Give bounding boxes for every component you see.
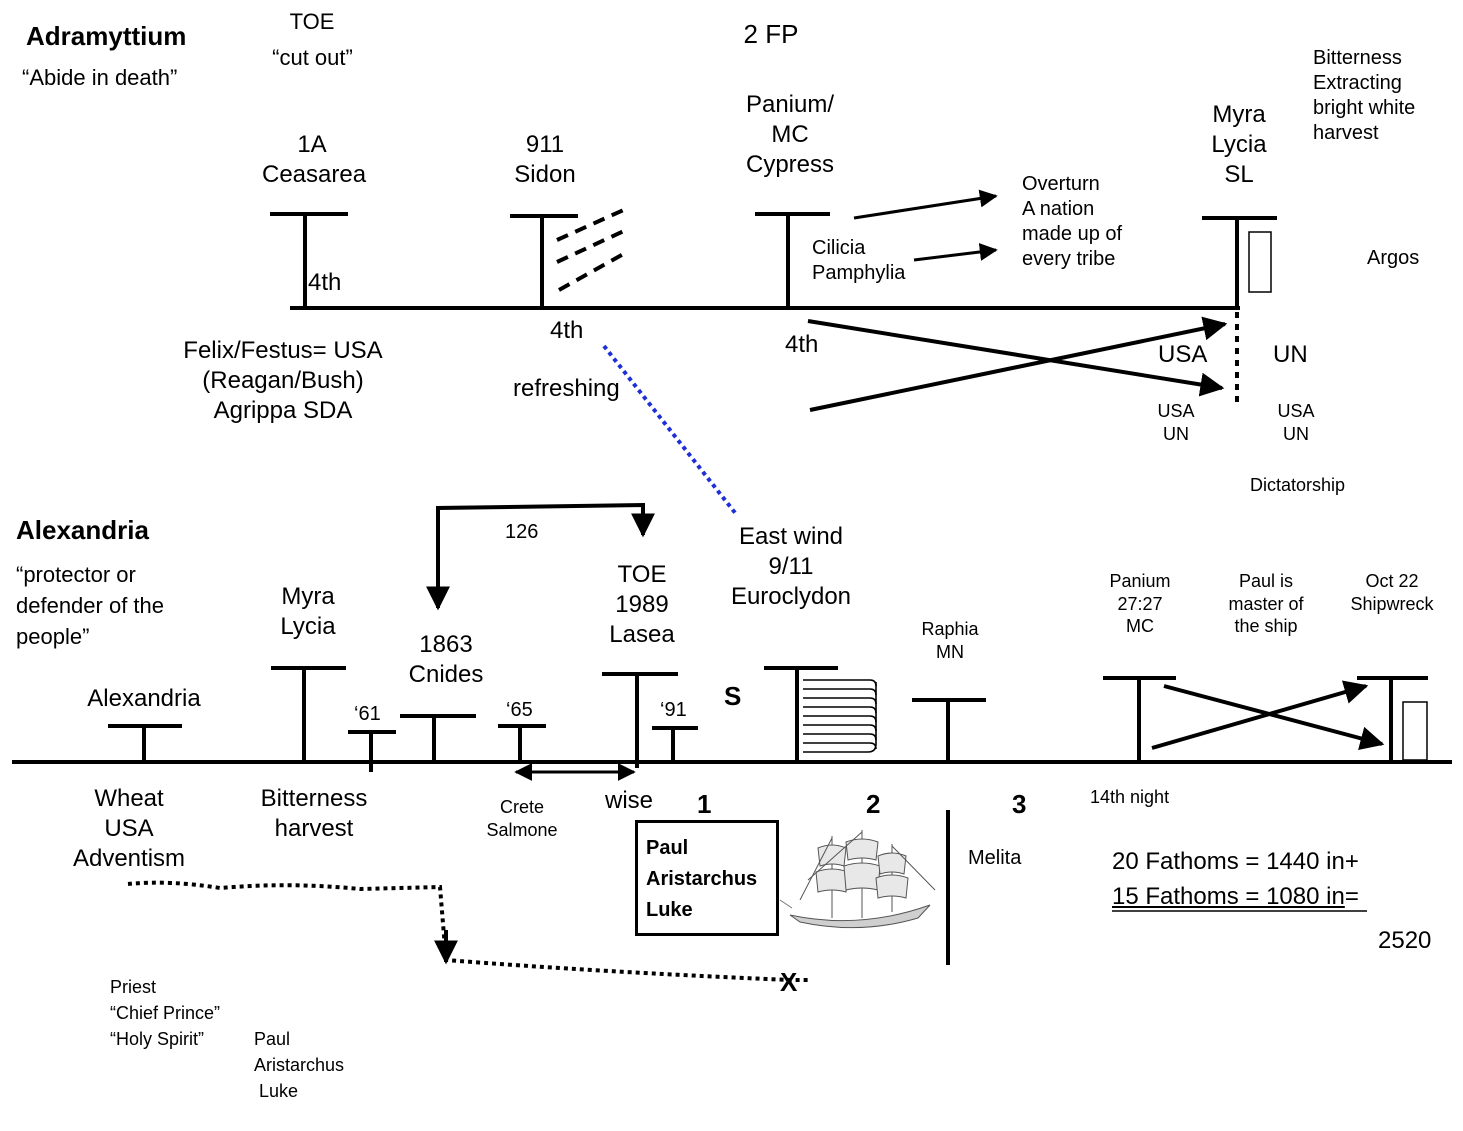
dictatorship-label: Dictatorship	[1250, 475, 1346, 495]
fathoms-15: 15 Fathoms = 1080 in=	[1112, 883, 1359, 910]
year-65: ‘65	[506, 699, 533, 721]
number-2: 2	[866, 789, 881, 819]
argos-label: Argos	[1367, 247, 1420, 269]
un-big-label: UN	[1273, 341, 1308, 368]
number-1: 1	[697, 789, 712, 819]
sidon-dashes	[556, 206, 629, 292]
arrow-panium-overturn	[853, 189, 998, 220]
refreshing-label: refreshing	[513, 375, 620, 402]
toe-sub: “cut out”	[272, 45, 353, 70]
shipwreck-rectangle	[1402, 701, 1428, 761]
sailing-ship-image	[779, 830, 936, 929]
timeline-diagram	[12, 189, 1452, 982]
year-91: ‘91	[660, 699, 687, 721]
mark-4th-ceasarea: 4th	[308, 269, 342, 296]
bottom-cross-arrow-up	[1151, 680, 1369, 750]
toe-title: TOE	[289, 9, 335, 34]
fathoms-20: 20 Fathoms = 1440 in+	[1112, 848, 1359, 875]
felix-festus-label: Felix/Festus= USA(Reagan/Bush)Agrippa SD…	[183, 337, 383, 424]
myra-rectangle	[1248, 231, 1272, 293]
usa-big-label: USA	[1158, 341, 1208, 368]
year-61: ‘61	[354, 703, 381, 725]
x-mark: X	[780, 967, 798, 997]
east-wind-stack	[803, 679, 877, 753]
arrow-126-label: 126	[505, 521, 539, 543]
s-mark: S	[724, 681, 742, 711]
melita-label: Melita	[968, 847, 1022, 869]
cross-arrow-up	[809, 316, 1228, 412]
mark-4th-panium: 4th	[785, 331, 819, 358]
arrow-cilicia-overturn	[913, 243, 998, 262]
fp-label: 2 FP	[743, 19, 799, 49]
top-heading: Adramyttium	[26, 21, 187, 51]
priest-list: Priest“Chief Prince”“Holy Spirit”	[110, 977, 221, 1050]
dotted-route	[127, 880, 808, 982]
alexandria-label: Alexandria	[87, 685, 201, 712]
fathoms-total: 2520	[1378, 927, 1432, 954]
bracket-126	[436, 502, 655, 607]
mark-4th-sidon: 4th	[550, 317, 584, 344]
blue-dotted-connector	[602, 344, 738, 516]
bottom-heading: Alexandria	[16, 515, 149, 545]
top-heading-meaning: “Abide in death”	[22, 65, 178, 90]
cross-arrow-down	[807, 319, 1225, 397]
fourteenth-night-label: 14th night	[1090, 787, 1170, 807]
number-3: 3	[1012, 789, 1027, 819]
wise-label: wise	[605, 787, 654, 814]
